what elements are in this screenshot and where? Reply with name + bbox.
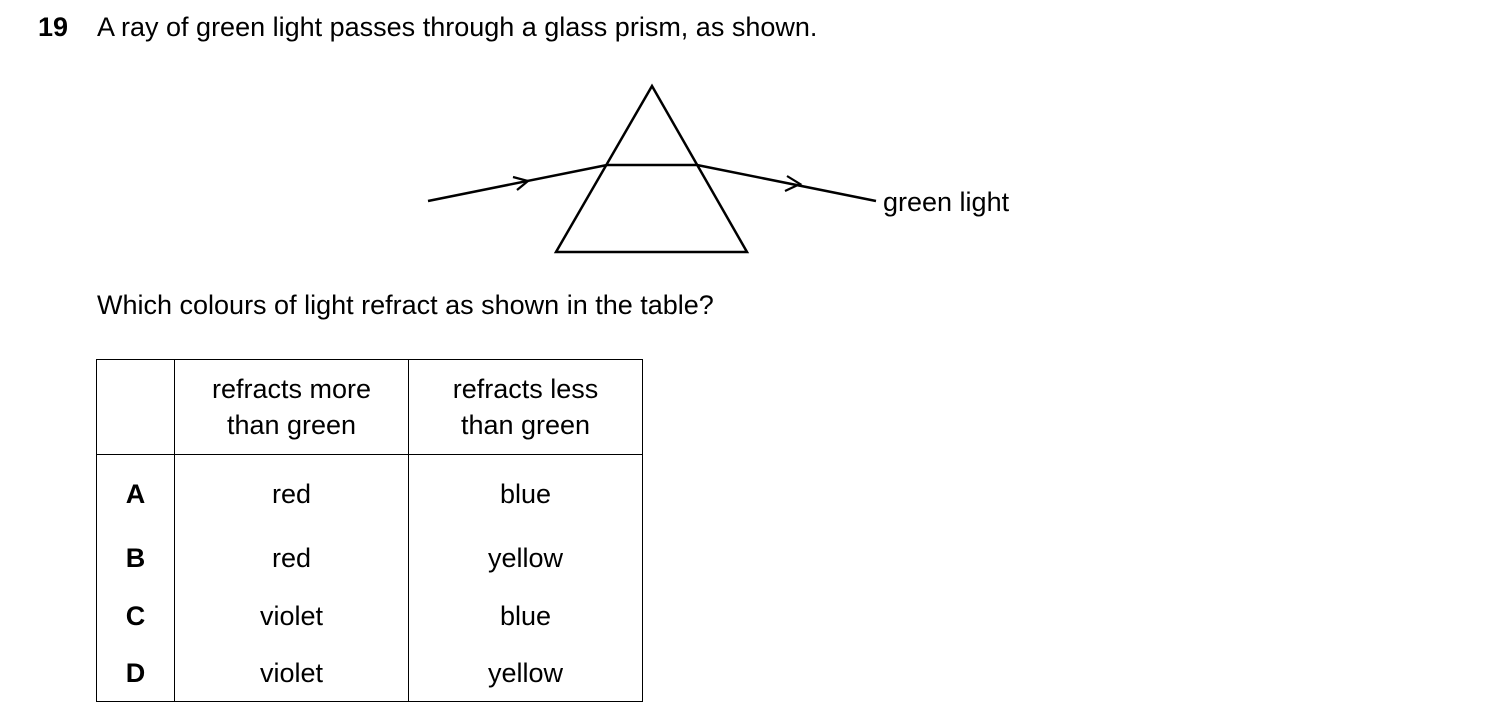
option-letter: C: [96, 587, 175, 645]
emergent-arrow-icon: [784, 175, 803, 192]
ray-label: green light: [883, 187, 1010, 217]
incident-arrow-icon: [512, 175, 531, 191]
question-stem: A ray of green light passes through a gl…: [97, 12, 818, 42]
option-refracts-less: yellow: [408, 529, 643, 587]
prism-triangle: [553, 83, 750, 254]
header-refracts-more: refracts more than green: [174, 359, 409, 455]
option-refracts-more: violet: [174, 587, 409, 645]
incident-ray: [427, 163, 608, 203]
option-refracts-more: violet: [174, 645, 409, 702]
header-less-line2: than green: [460, 410, 591, 440]
option-refracts-more: red: [174, 529, 409, 587]
header-empty-cell: [96, 359, 175, 455]
option-letter: A: [96, 454, 175, 529]
option-refracts-more: red: [174, 454, 409, 529]
table-row: B red yellow: [96, 529, 643, 587]
header-less-line1: refracts less: [452, 374, 599, 404]
table-row: C violet blue: [96, 587, 643, 645]
question-number: 19: [38, 12, 69, 42]
header-more-line1: refracts more: [211, 374, 372, 404]
option-letter: D: [96, 645, 175, 702]
table-row: D violet yellow: [96, 645, 643, 702]
header-refracts-less: refracts less than green: [408, 359, 643, 455]
answer-table: refracts more than green refracts less t…: [96, 359, 643, 702]
question-prompt: Which colours of light refract as shown …: [97, 290, 714, 320]
option-refracts-less: blue: [408, 454, 643, 529]
prism-diagram: green light: [427, 83, 1010, 254]
header-more-line2: than green: [226, 410, 357, 440]
table-row: A red blue: [96, 454, 643, 529]
option-letter: B: [96, 529, 175, 587]
emergent-ray: [696, 163, 877, 203]
option-refracts-less: yellow: [408, 645, 643, 702]
option-refracts-less: blue: [408, 587, 643, 645]
table-header-row: refracts more than green refracts less t…: [96, 359, 643, 455]
